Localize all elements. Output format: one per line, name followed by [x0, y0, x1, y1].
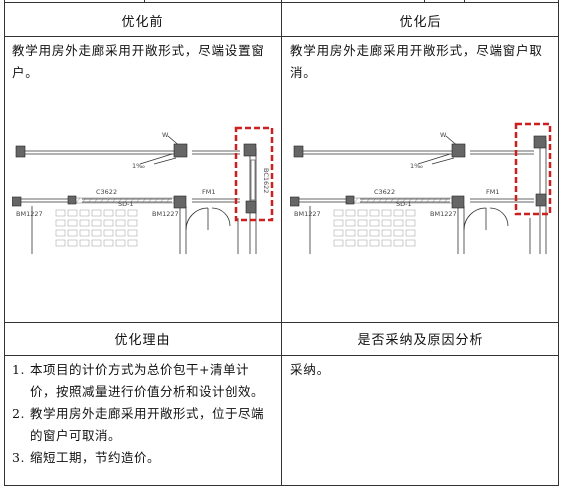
bm-left-label: BM1227	[16, 210, 43, 218]
table-divider-center	[281, 0, 282, 486]
list-number: 2.	[12, 406, 25, 421]
adopt-text: 采纳。	[290, 362, 330, 377]
fm-label: FM1	[486, 188, 499, 196]
reason-header: 优化理由	[114, 333, 171, 348]
list-item-text: 本项目的计价方式为总价包干+清单计价，按照减量进行价值分析和设计创效。	[30, 362, 265, 399]
reasons-list: 1. 本项目的计价方式为总价包干+清单计价，按照减量进行价值分析和设计创效。 2.…	[6, 359, 274, 469]
sd-label: SD-1	[396, 200, 412, 208]
header-before: 优化前	[121, 14, 164, 30]
after-floorplan-svg: W 1‰ C3622 FM1 BM1227 BM1227 SD-1	[290, 122, 552, 254]
bm-right-label: BM1227	[430, 210, 457, 218]
list-item: 1. 本项目的计价方式为总价包干+清单计价，按照减量进行价值分析和设计创效。	[6, 359, 274, 403]
list-item-text: 缩短工期，节约造价。	[30, 450, 161, 465]
row-divider	[4, 322, 559, 323]
tick-mark	[464, 0, 465, 3]
before-floorplan-svg: W 1‰ C3622 FM1 BM1227 BM1227 SD-1 BC1622	[12, 126, 274, 254]
c-label: C3622	[96, 188, 117, 196]
bm-right-label: BM1227	[152, 210, 179, 218]
w-label: W	[440, 131, 447, 139]
after-drawing: W 1‰ C3622 FM1 BM1227 BM1227 SD-1	[290, 118, 552, 258]
before-description: 教学用房外走廊采用开敞形式，尽端设置窗户。	[12, 43, 265, 80]
table-border-top	[4, 2, 559, 3]
highlight-box-after	[514, 122, 552, 216]
w-label: W	[162, 131, 169, 139]
list-item-text: 教学用房外走廊采用开敞形式，位于尽端的窗户可取消。	[30, 406, 265, 443]
c-label: C3622	[374, 188, 395, 196]
list-item: 3. 缩短工期，节约造价。	[6, 447, 274, 469]
highlight-box-before	[234, 126, 274, 222]
list-number: 1.	[12, 362, 25, 377]
table-border-left	[4, 0, 5, 486]
bm-left-label: BM1227	[294, 210, 321, 218]
slope-label: 1‰	[132, 162, 145, 170]
before-drawing: W 1‰ C3622 FM1 BM1227 BM1227 SD-1 BC1622	[12, 118, 274, 258]
tick-mark	[424, 0, 425, 3]
after-description: 教学用房外走廊采用开敞形式，尽端窗户取消。	[290, 43, 543, 80]
header-after: 优化后	[399, 14, 442, 30]
vertical-label: BC1622	[262, 168, 270, 193]
list-item: 2. 教学用房外走廊采用开敞形式，位于尽端的窗户可取消。	[6, 403, 274, 447]
sd-label: SD-1	[118, 200, 134, 208]
comparison-table: 优化前 优化后 教学用房外走廊采用开敞形式，尽端设置窗户。 教学用房外走廊采用开…	[4, 0, 559, 486]
table-border-right	[558, 0, 559, 486]
row-divider	[4, 36, 559, 37]
slope-label: 1‰	[410, 162, 423, 170]
row-divider	[4, 355, 559, 356]
tick-mark	[144, 0, 145, 3]
list-number: 3.	[12, 450, 25, 465]
adopt-header: 是否采纳及原因分析	[357, 333, 484, 348]
fm-label: FM1	[202, 188, 215, 196]
